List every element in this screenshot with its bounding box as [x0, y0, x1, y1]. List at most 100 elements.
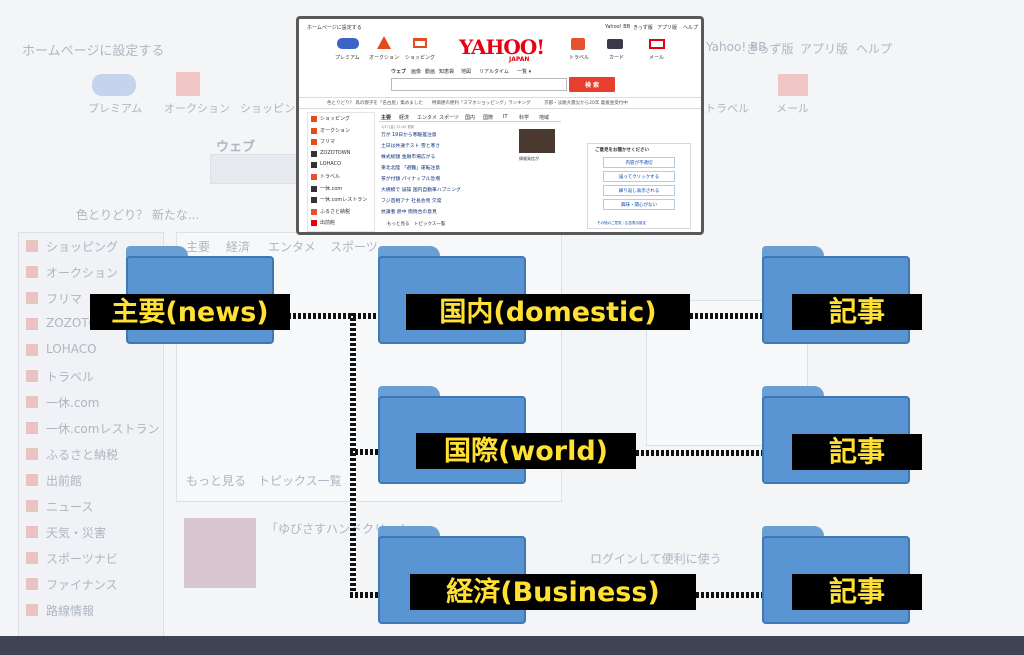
- ad-feedback-footer[interactable]: その他のご意見｜広告表示設定: [597, 221, 646, 225]
- service-travel[interactable]: トラベル: [569, 55, 590, 61]
- bg-sidebar-item: 路線情報: [46, 604, 95, 618]
- sidebar-item[interactable]: ショッピング: [320, 116, 351, 122]
- news-photo-caption[interactable]: 情報発信が: [519, 156, 539, 161]
- ad-feedback-option[interactable]: 繰り返し表示される: [603, 185, 675, 196]
- search-tab[interactable]: リアルタイム: [479, 69, 509, 75]
- news-tab[interactable]: エンタメ: [417, 115, 437, 121]
- sidebar-item[interactable]: ZOZOTOWN: [320, 149, 351, 156]
- ad-feedback-box: [587, 143, 691, 229]
- notice-divider-bottom: [299, 108, 701, 109]
- bg-top-link-app: アプリ版: [800, 42, 849, 56]
- bg-news-tab-economy: 経済: [226, 240, 251, 254]
- search-input[interactable]: [391, 78, 567, 91]
- sidebar-item[interactable]: 一休.comレストラン: [320, 197, 368, 204]
- sidebar-item[interactable]: 一休.com: [320, 185, 343, 192]
- sidebar-service-icon: [311, 162, 317, 169]
- yahoo-logo[interactable]: YAHOO!: [459, 35, 545, 59]
- news-headline[interactable]: 株式総額 金融市場広がる: [381, 155, 436, 160]
- service-shopping[interactable]: ショッピング: [405, 55, 436, 61]
- ad-feedback-option[interactable]: 内容が不適切: [603, 157, 675, 168]
- sidebar-item[interactable]: 出前館: [320, 220, 336, 227]
- news-headline[interactable]: 大規模で 誤操 国内自動車ハプニング: [381, 188, 461, 193]
- inset-home-link[interactable]: ホームページに設定する: [307, 25, 362, 31]
- news-more-link[interactable]: もっと見る トピックス一覧: [387, 222, 446, 227]
- news-tab[interactable]: 国際: [483, 115, 494, 121]
- auction-icon[interactable]: [377, 36, 391, 49]
- news-headline[interactable]: フジ首相アナ 社長会見 欠席: [381, 199, 442, 204]
- sidebar-item[interactable]: LOHACO: [320, 161, 342, 168]
- ad-feedback-option[interactable]: 興味・関心がない: [603, 199, 675, 210]
- service-premium[interactable]: プレミアム: [335, 55, 360, 61]
- news-tab[interactable]: 経済: [399, 115, 410, 121]
- bg-search-tab: ウェブ: [216, 140, 256, 155]
- connector-trunk-world: [350, 449, 388, 455]
- bg-sidebar-icon: [26, 422, 38, 434]
- bg-sidebar-icon: [26, 578, 38, 590]
- bg-sidebar-item: フリマ: [46, 292, 83, 306]
- news-tab[interactable]: 科学: [519, 115, 530, 121]
- mail-icon[interactable]: [649, 39, 665, 49]
- bg-sidebar-icon: [26, 396, 38, 408]
- sidebar-item[interactable]: トラベル: [320, 174, 341, 180]
- news-headline[interactable]: 土日は共通テスト 雪と寒さ: [381, 144, 441, 149]
- bg-top-link-bb: Yahoo! BB: [706, 40, 767, 54]
- label-article-1: 記事: [792, 294, 922, 330]
- inset-top-link-app[interactable]: アプリ版: [657, 25, 678, 31]
- bg-sidebar-icon: [26, 500, 38, 512]
- news-headline[interactable]: 東北北陸 「避難」運転注意: [381, 166, 441, 171]
- service-mail[interactable]: メール: [649, 55, 665, 61]
- news-headline[interactable]: 万が 19日から寒暖差注意: [381, 133, 437, 138]
- search-tab[interactable]: 動画: [425, 69, 436, 75]
- label-world: 国際(world): [416, 433, 636, 469]
- search-tab[interactable]: 知恵袋: [439, 69, 455, 75]
- inset-top-link-bb[interactable]: Yahoo! BB: [605, 24, 631, 30]
- bg-home-link: ホームページに設定する: [22, 44, 165, 59]
- connector-news-domestic: [288, 313, 380, 319]
- news-tab[interactable]: 国内: [465, 115, 476, 121]
- news-headline[interactable]: 抗議者 熱中 雨情合の意見: [381, 210, 437, 215]
- shopping-cart-icon[interactable]: [413, 38, 427, 48]
- sidebar-service-icon: [311, 127, 317, 134]
- news-tab[interactable]: スポーツ: [439, 115, 459, 121]
- service-card[interactable]: カード: [609, 55, 625, 61]
- premium-icon[interactable]: [337, 38, 359, 49]
- yahoo-logo-sub: JAPAN: [509, 56, 530, 63]
- sidebar-item[interactable]: フリマ: [320, 139, 336, 146]
- bg-sidebar-icon: [26, 474, 38, 486]
- search-tab[interactable]: 一覧 ▾: [517, 69, 532, 75]
- bg-news-tab-main: 主要: [186, 240, 211, 254]
- news-tab[interactable]: 地域: [539, 115, 550, 121]
- travel-suitcase-icon[interactable]: [571, 38, 585, 50]
- sidebar-service-icon: [311, 174, 317, 180]
- notice-bar[interactable]: 色とりどり？ 鳥の親子を「名古屋」集めました 特価便の便利「スマホショッピング」…: [327, 101, 628, 106]
- bg-news-tab-sports: スポーツ: [330, 240, 378, 254]
- card-icon[interactable]: [607, 39, 623, 49]
- bg-sidebar-icon: [26, 292, 38, 304]
- ad-feedback-title: ご意見をお聞かせください: [595, 148, 649, 153]
- inset-top-link-help[interactable]: ヘルプ: [683, 25, 699, 31]
- sidebar-service-icon: [311, 150, 317, 157]
- service-auction[interactable]: オークション: [369, 55, 400, 61]
- bg-premium-icon: [92, 74, 136, 96]
- bg-sidebar-icon: [26, 344, 38, 356]
- search-tab[interactable]: 画像: [411, 69, 422, 75]
- notice-divider: [299, 97, 701, 98]
- bg-sidebar-icon: [26, 526, 38, 538]
- inset-top-link-kids[interactable]: きっず版: [633, 25, 653, 31]
- sidebar-item[interactable]: オークション: [320, 127, 351, 134]
- search-tab[interactable]: ウェブ: [391, 69, 407, 75]
- search-button[interactable]: 検 索: [569, 77, 615, 92]
- sidebar-service-icon: [311, 197, 317, 204]
- yahoo-screenshot: ホームページに設定する Yahoo! BB きっず版 アプリ版 ヘルプ プレミア…: [296, 16, 704, 235]
- connector-trunk-business: [350, 592, 388, 598]
- sidebar-service-icon: [311, 208, 317, 215]
- news-headline[interactable]: 茶が付額 パイナップル急増: [381, 177, 440, 182]
- search-tab[interactable]: 地図: [461, 69, 472, 75]
- sidebar-item[interactable]: ふるさと納税: [320, 208, 351, 215]
- news-tab[interactable]: 主要: [381, 115, 392, 121]
- sidebar-service-icon: [311, 139, 317, 146]
- news-photo[interactable]: [519, 129, 555, 153]
- bg-more-topics: もっと見る トピックス一覧: [186, 474, 342, 488]
- ad-feedback-option[interactable]: 誤ってクリックする: [603, 171, 675, 182]
- news-tab[interactable]: IT: [503, 114, 508, 120]
